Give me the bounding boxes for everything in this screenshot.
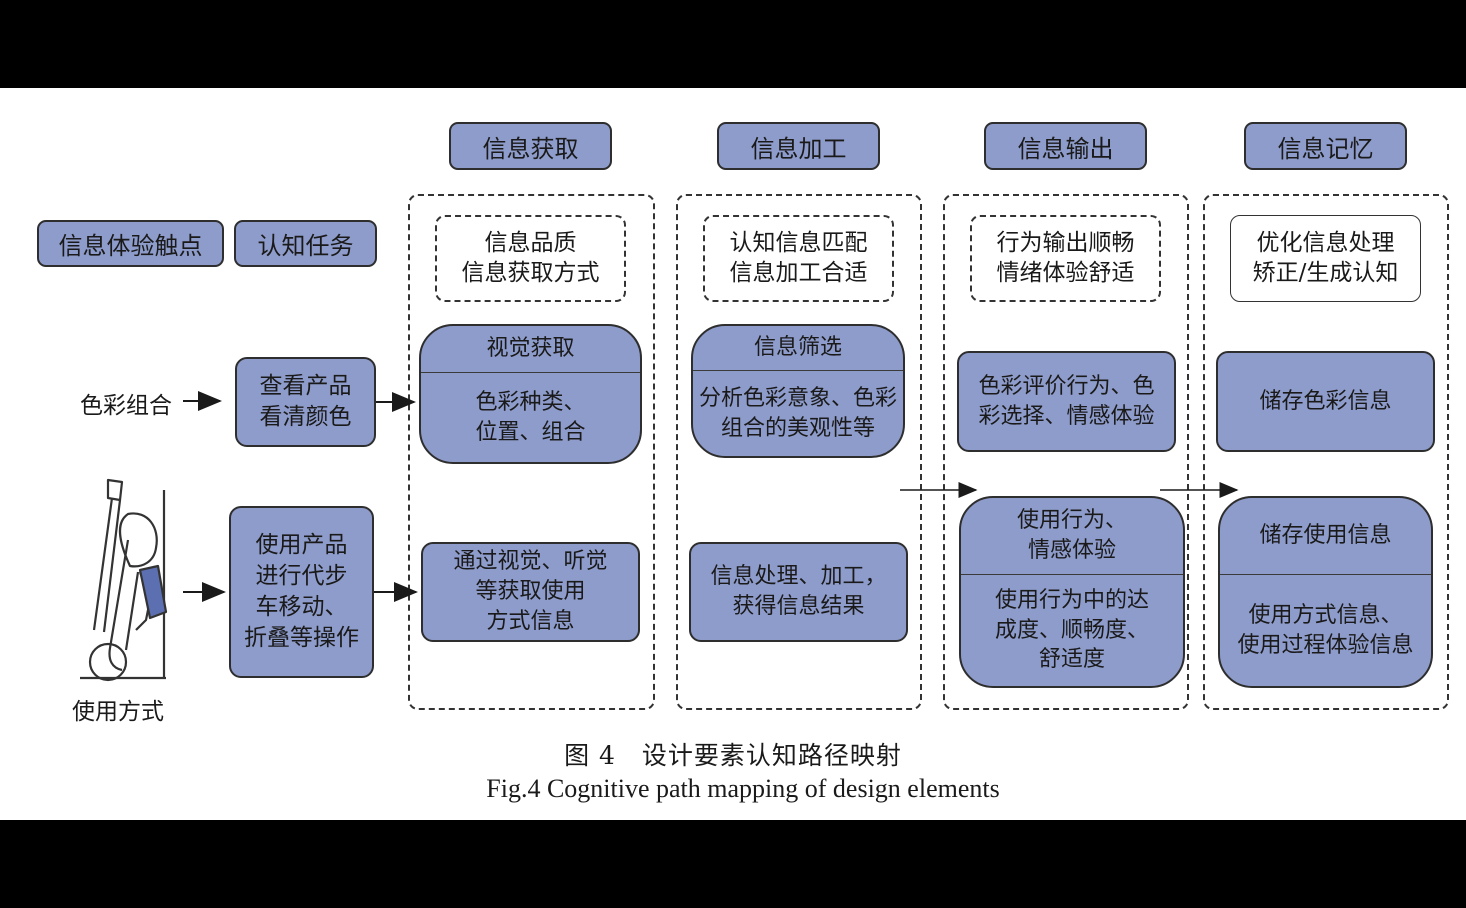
header-output: 信息输出 (984, 122, 1147, 170)
caption-en: Fig.4 Cognitive path mapping of design e… (486, 774, 1000, 803)
output-color-box: 色彩评价行为、色彩选择、情感体验 (957, 351, 1176, 452)
task-color: 查看产品看清颜色 (235, 357, 376, 447)
row-label-color: 色彩组合 (80, 393, 172, 419)
note-memory: 优化信息处理矫正/生成认知 (1230, 215, 1421, 302)
caption-cn: 图 4 设计要素认知路径映射 (564, 741, 902, 770)
header-process: 信息加工 (717, 122, 880, 170)
acquire-usage-box: 通过视觉、听觉等获取使用方式信息 (421, 542, 640, 642)
column-acquire (408, 194, 655, 710)
header-memory: 信息记忆 (1244, 122, 1407, 170)
acquire-color-box: 视觉获取 色彩种类、位置、组合 (419, 324, 642, 464)
column-memory (1203, 194, 1449, 710)
column-process (676, 194, 922, 710)
note-acquire: 信息品质信息获取方式 (435, 215, 626, 302)
memory-color-box: 储存色彩信息 (1216, 351, 1435, 452)
header-touchpoint: 信息体验触点 (37, 220, 224, 267)
process-usage-box: 信息处理、加工，获得信息结果 (689, 542, 908, 642)
note-output: 行为输出顺畅情绪体验舒适 (970, 215, 1161, 302)
process-color-box: 信息筛选 分析色彩意象、色彩组合的美观性等 (691, 324, 905, 458)
task-usage: 使用产品进行代步车移动、折叠等操作 (229, 506, 374, 678)
column-output (943, 194, 1189, 710)
note-process: 认知信息匹配信息加工合适 (703, 215, 894, 302)
header-acquire: 信息获取 (449, 122, 612, 170)
output-usage-box: 使用行为、情感体验 使用行为中的达成度、顺畅度、舒适度 (959, 496, 1185, 688)
memory-usage-box: 储存使用信息 使用方式信息、使用过程体验信息 (1218, 496, 1433, 688)
row-label-usage: 使用方式 (72, 699, 164, 725)
header-task: 认知任务 (234, 220, 377, 267)
folding-scooter-icon (80, 478, 168, 682)
